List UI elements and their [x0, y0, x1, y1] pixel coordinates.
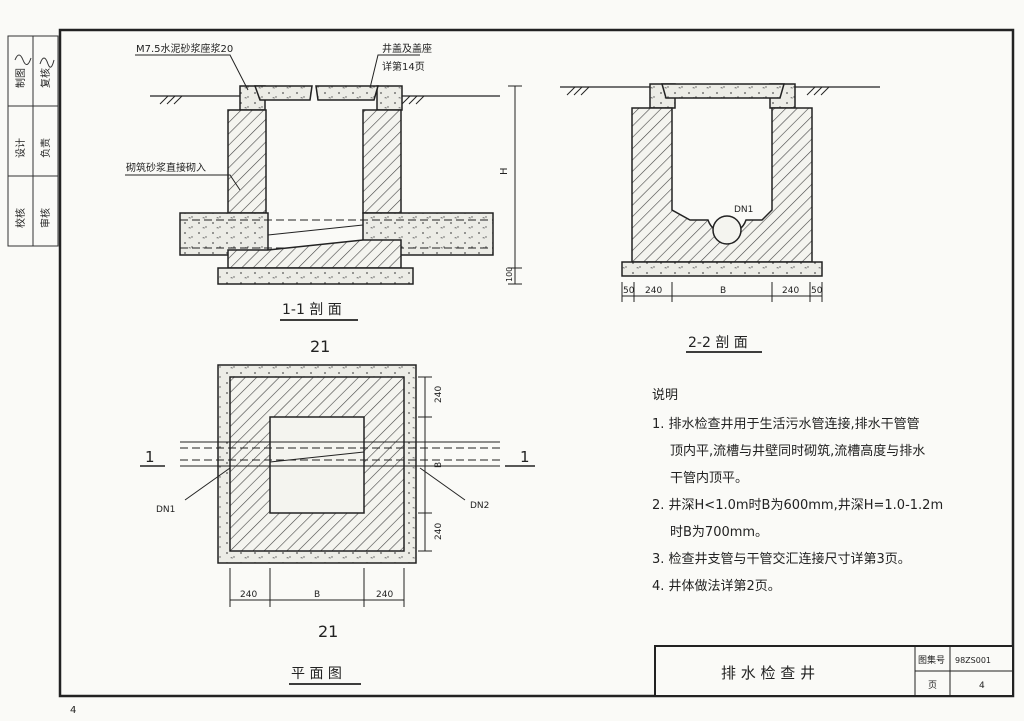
- stamp-c2-0: 审核: [39, 208, 52, 228]
- dim-plan-b: B: [434, 462, 444, 468]
- dim2-4: 50: [811, 286, 823, 296]
- note-1-line2: 顶内平,流槽与井壁同时砌筑,流槽高度与排水: [670, 444, 926, 459]
- notes-block: 说明 1. 排水检查井用于生活污水管连接,排水干管管 顶内平,流槽与井壁同时砌筑…: [652, 384, 952, 600]
- dim-h: H: [499, 167, 510, 175]
- plan-title: 平 面 图: [291, 666, 342, 682]
- dim2-0: 50: [623, 286, 635, 296]
- title-block-title: 排 水 检 查 井: [721, 664, 815, 682]
- title-block: 排 水 检 查 井 图集号 98ZS001 页 4: [654, 645, 1014, 697]
- stamp-c1-2: 制图: [14, 68, 27, 88]
- note-4: 4. 井体做法详第2页。: [652, 573, 952, 600]
- note-1-line1: 1. 排水检查井用于生活污水管连接,排水干管管: [652, 417, 920, 432]
- note-2-line2: 时B为700mm。: [670, 525, 769, 540]
- page-no: 4: [979, 681, 985, 691]
- cut-left: 1: [145, 448, 155, 466]
- signature-1: [14, 54, 32, 65]
- section-1-scale: 21: [310, 337, 330, 356]
- section-1-title: 1-1 剖 面: [282, 302, 342, 318]
- label-brick-pipe: 砌筑砂浆直接砌入: [126, 161, 206, 174]
- plan-walls: [229, 376, 405, 552]
- dim-plan-240-bottom: 240: [434, 523, 444, 540]
- plan-scale: 21: [318, 622, 338, 641]
- plan-opening: [269, 416, 365, 514]
- section-2-2: DN1 50 240 B 240 50 2-2 剖 面: [560, 83, 880, 353]
- note-1-line3: 干管内顶平。: [670, 471, 749, 486]
- stamp-c1-1: 设计: [14, 138, 27, 158]
- dim2-3: 240: [782, 286, 799, 296]
- note-1: 1. 排水检查井用于生活污水管连接,排水干管管 顶内平,流槽与井壁同时砌筑,流槽…: [652, 411, 952, 492]
- atlas-no: 98ZS001: [955, 656, 991, 665]
- base-slab: [217, 267, 414, 285]
- dim-100: 100: [505, 267, 514, 282]
- section-1-1: M7.5水泥砂浆座浆20 井盖及盖座 详第14页 砌筑砂浆直接砌入 H 100 …: [125, 42, 522, 356]
- page-number: 4: [70, 705, 76, 716]
- note-3-line1: 3. 检查井支管与干管交汇连接尺寸详第3页。: [652, 552, 911, 567]
- label-dn2: DN2: [470, 501, 489, 511]
- note-2-line1: 2. 井深H<1.0m时B为600mm,井深H=1.0-1.2m: [652, 498, 944, 513]
- stamp-c1-0: 校核: [14, 208, 27, 228]
- plan-view: 1 1 DN1 DN2 240 B 240 240 B 240 21 平 面 图: [140, 364, 535, 685]
- label-dn1: DN1: [156, 505, 175, 515]
- pipe-in: [179, 212, 269, 256]
- page-label: 页: [928, 680, 937, 691]
- cut-right: 1: [520, 448, 530, 466]
- stamp-c2-1: 负责: [39, 138, 52, 158]
- dim-plan-b2: 240: [376, 590, 393, 600]
- side-stamp: 校核 设计 制图 审核 负责 复核: [7, 35, 59, 247]
- sheet-frame: [58, 28, 1015, 698]
- dim2-1: 240: [645, 286, 662, 296]
- wall-right: [362, 109, 402, 214]
- label-mortar-top: M7.5水泥砂浆座浆20: [136, 42, 233, 55]
- dim-plan-b0: 240: [240, 590, 257, 600]
- note-3: 3. 检查井支管与干管交汇连接尺寸详第3页。: [652, 546, 952, 573]
- label-dn-2: DN1: [734, 205, 753, 215]
- notes-title: 说明: [652, 388, 679, 403]
- label-cover-ref: 详第14页: [382, 60, 425, 73]
- stamp-c2-2: 复核: [39, 68, 52, 88]
- note-2: 2. 井深H<1.0m时B为600mm,井深H=1.0-1.2m 时B为700m…: [652, 492, 952, 546]
- dim-plan-240-top: 240: [434, 386, 444, 403]
- dim-plan-b1: B: [314, 590, 320, 600]
- section-2-title: 2-2 剖 面: [688, 335, 748, 351]
- pipe-section: [712, 215, 742, 245]
- note-4-line1: 4. 井体做法详第2页。: [652, 579, 781, 594]
- label-cover: 井盖及盖座: [382, 42, 432, 55]
- dim2-2: B: [720, 286, 726, 296]
- signature-2: [39, 57, 55, 68]
- atlas-label: 图集号: [918, 654, 945, 666]
- wall-left: [227, 109, 267, 214]
